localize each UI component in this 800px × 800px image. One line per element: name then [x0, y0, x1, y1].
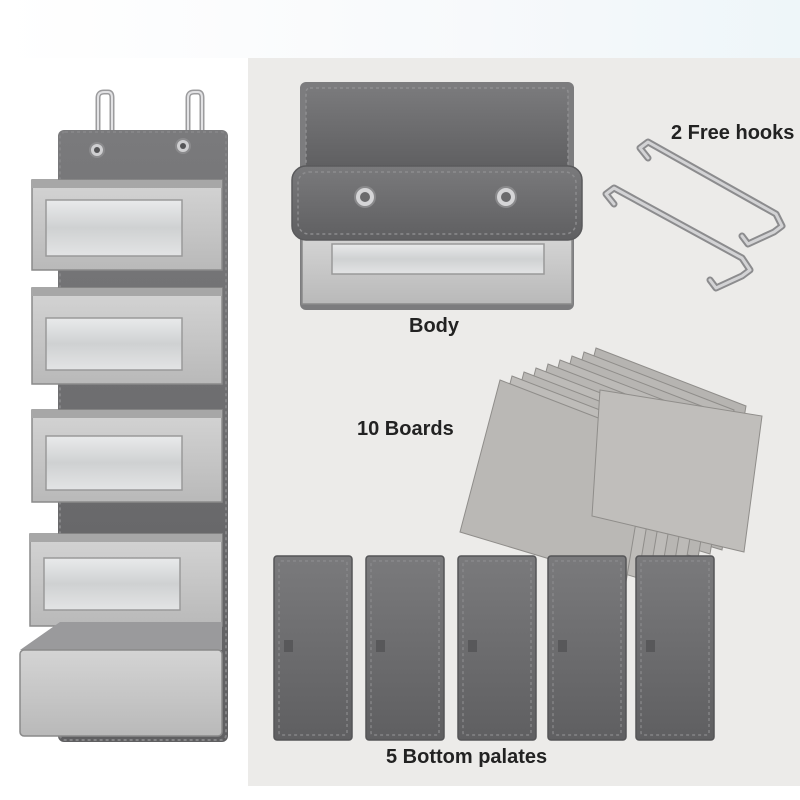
- folded-body: [291, 82, 583, 310]
- bottom-palate: [273, 555, 353, 741]
- boards-stack: [459, 347, 763, 583]
- organizer-pocket-2: [31, 287, 223, 385]
- bottom-palates-label: 5 Bottom palates: [386, 746, 548, 768]
- hanging-organizer: [19, 89, 228, 742]
- organizer-pocket-4: [29, 533, 223, 627]
- free-hooks: [602, 138, 786, 292]
- organizer-pocket-1: [31, 179, 223, 271]
- organizer-pocket-bottom: [19, 622, 223, 737]
- organizer-hook-left: [95, 89, 115, 135]
- boards-label: 10 Boards: [357, 418, 454, 440]
- top-background-band: [0, 0, 800, 58]
- organizer-pocket-3: [31, 409, 223, 503]
- hook-icon: [636, 138, 786, 248]
- bottom-palate: [365, 555, 445, 741]
- organizer-hook-right: [185, 89, 205, 135]
- body-label: Body: [409, 315, 459, 337]
- bottom-palate: [635, 555, 715, 741]
- hooks-label: 2 Free hooks: [671, 122, 795, 144]
- hook-icon: [602, 184, 754, 292]
- bottom-palates: [273, 555, 715, 741]
- bottom-palate: [547, 555, 627, 741]
- bottom-palate: [457, 555, 537, 741]
